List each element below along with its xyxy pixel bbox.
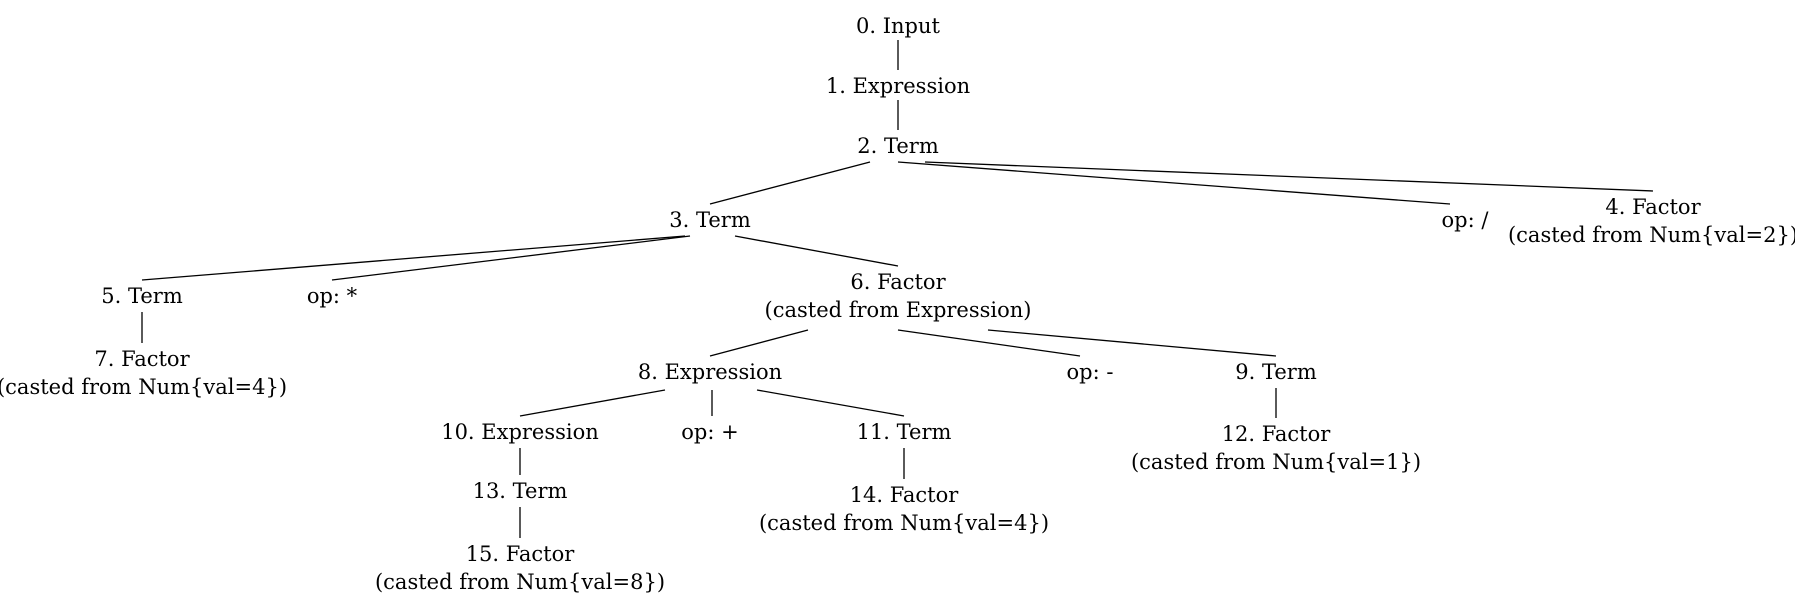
node-label: 10. Expression <box>441 420 599 444</box>
node-expression: 1. Expression <box>826 72 970 100</box>
node-label: 9. Term <box>1235 360 1317 384</box>
node-label: 1. Expression <box>825 74 971 98</box>
node-label: 14. Factor <box>849 483 959 507</box>
tree-edge <box>709 161 871 205</box>
tree-edge <box>519 389 666 417</box>
node-term: 3. Term <box>669 206 750 234</box>
node-term: 2. Term <box>857 132 938 160</box>
node-label: 13. Term <box>472 479 568 503</box>
node-term: 9. Term <box>1235 358 1316 386</box>
node-factor: 15. Factor (casted from Num{val=8}) <box>375 540 665 596</box>
operator-divide: op: / <box>1442 206 1489 234</box>
tree-edge <box>141 235 686 281</box>
operator-label: op: - <box>1066 360 1114 384</box>
node-factor: 12. Factor (casted from Num{val=1}) <box>1131 420 1421 476</box>
node-factor: 4. Factor (casted from Num{val=2}) <box>1508 193 1795 249</box>
operator-label: op: * <box>306 284 358 308</box>
tree-edge <box>756 389 905 417</box>
node-expression: 10. Expression <box>441 418 599 446</box>
tree-edge <box>331 235 691 281</box>
tree-edge <box>987 329 1277 357</box>
tree-edge <box>709 329 809 357</box>
node-label: 0. Input <box>856 14 940 38</box>
tree-edge <box>897 161 1451 205</box>
node-label: 12. Factor <box>1221 422 1331 446</box>
node-cast-note: (casted from Num{val=2}) <box>1507 223 1795 247</box>
node-cast-note: (casted from Expression) <box>764 298 1032 322</box>
node-cast-note: (casted from Num{val=1}) <box>1130 450 1422 474</box>
node-label: 5. Term <box>101 284 183 308</box>
node-label: 15. Factor <box>465 542 575 566</box>
node-cast-note: (casted from Num{val=4}) <box>0 375 288 399</box>
node-label: 6. Factor <box>850 270 946 294</box>
tree-edge <box>924 161 1654 192</box>
operator-subtract: op: - <box>1067 358 1114 386</box>
operator-label: op: / <box>1441 208 1489 232</box>
operator-multiply: op: * <box>307 282 357 310</box>
node-label: 3. Term <box>669 208 751 232</box>
node-input: 0. Input <box>856 12 940 40</box>
node-factor: 7. Factor (casted from Num{val=4}) <box>0 345 287 401</box>
node-label: 2. Term <box>857 134 939 158</box>
node-term: 5. Term <box>101 282 182 310</box>
tree-edge <box>734 235 899 267</box>
operator-add: op: + <box>681 418 738 446</box>
node-label: 11. Term <box>856 420 952 444</box>
node-cast-note: (casted from Num{val=8}) <box>374 570 666 594</box>
operator-label: op: + <box>681 420 739 444</box>
node-term: 13. Term <box>473 477 568 505</box>
node-label: 4. Factor <box>1605 195 1701 219</box>
node-factor: 14. Factor (casted from Num{val=4}) <box>759 481 1049 537</box>
node-term: 11. Term <box>857 418 952 446</box>
node-cast-note: (casted from Num{val=4}) <box>758 511 1050 535</box>
node-factor: 6. Factor (casted from Expression) <box>765 268 1032 324</box>
node-label: 7. Factor <box>94 347 190 371</box>
node-label: 8. Expression <box>637 360 783 384</box>
node-expression: 8. Expression <box>638 358 782 386</box>
tree-edge <box>897 329 1081 357</box>
